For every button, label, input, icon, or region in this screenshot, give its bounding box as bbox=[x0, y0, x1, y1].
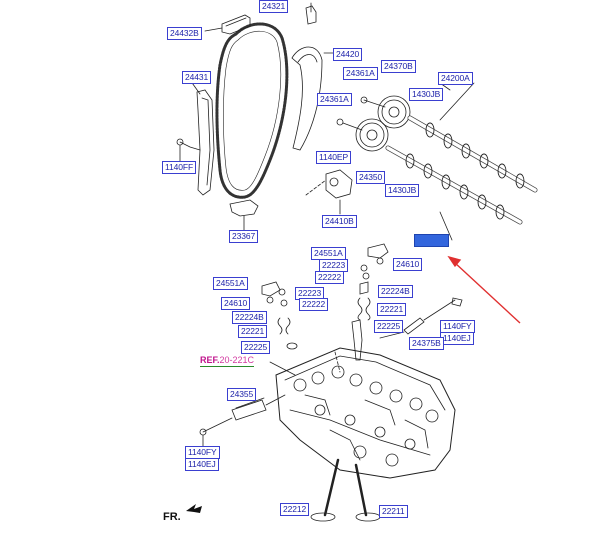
part-label-22225-2[interactable]: 22225 bbox=[241, 341, 271, 354]
part-label-24355[interactable]: 24355 bbox=[227, 388, 257, 401]
part-label-22223-2[interactable]: 22223 bbox=[295, 287, 325, 300]
cam-sprocket-drawing bbox=[336, 95, 411, 152]
part-label-24551A-2[interactable]: 24551A bbox=[213, 277, 248, 290]
part-label-1140FY[interactable]: 1140FY bbox=[440, 320, 475, 333]
part-label-22221-2[interactable]: 22221 bbox=[238, 325, 268, 338]
part-label-24420[interactable]: 24420 bbox=[333, 48, 363, 61]
part-label-24370B[interactable]: 24370B bbox=[381, 60, 416, 73]
part-label-24361A-2[interactable]: 24361A bbox=[317, 93, 352, 106]
part-label-24100C-highlighted[interactable]: 24100C bbox=[414, 234, 450, 247]
part-label-23367[interactable]: 23367 bbox=[229, 230, 259, 243]
reference-link[interactable]: REF.20-221C bbox=[200, 355, 255, 367]
front-direction-label: FR. bbox=[163, 511, 181, 523]
part-label-1430JB[interactable]: 1430JB bbox=[409, 88, 444, 101]
part-label-24610[interactable]: 24610 bbox=[393, 258, 423, 271]
part-label-24410B[interactable]: 24410B bbox=[322, 215, 357, 228]
part-label-22211[interactable]: 22211 bbox=[379, 505, 408, 518]
part-label-1140EP[interactable]: 1140EP bbox=[316, 151, 352, 164]
part-label-1140FF[interactable]: 1140FF bbox=[162, 161, 197, 174]
part-label-24610-2[interactable]: 24610 bbox=[221, 297, 251, 310]
ref-number: 20-221C bbox=[219, 355, 255, 365]
part-label-24551A[interactable]: 24551A bbox=[311, 247, 346, 260]
part-label-1430JB-2[interactable]: 1430JB bbox=[385, 184, 420, 197]
part-label-22221[interactable]: 22221 bbox=[377, 303, 407, 316]
ref-prefix: REF. bbox=[200, 355, 220, 365]
part-label-24350[interactable]: 24350 bbox=[356, 171, 386, 184]
part-label-22222[interactable]: 22222 bbox=[315, 271, 345, 284]
part-label-1140EJ[interactable]: 1140EJ bbox=[440, 332, 474, 345]
part-label-24321[interactable]: 24321 bbox=[259, 0, 289, 13]
part-label-24361A[interactable]: 24361A bbox=[343, 67, 378, 80]
pointer-arrow bbox=[447, 255, 521, 324]
part-label-22222-2[interactable]: 22222 bbox=[299, 298, 329, 311]
part-label-24432B[interactable]: 24432B bbox=[167, 27, 202, 40]
part-label-1140EJ-2[interactable]: 1140EJ bbox=[185, 458, 219, 471]
part-label-22224B-2[interactable]: 22224B bbox=[232, 311, 267, 324]
valve-train-drawing bbox=[261, 243, 463, 361]
part-label-24431[interactable]: 24431 bbox=[182, 71, 212, 84]
cylinder-head-drawing bbox=[199, 347, 456, 522]
timing-chain-drawing bbox=[176, 2, 353, 231]
part-label-22224B[interactable]: 22224B bbox=[378, 285, 413, 298]
part-label-24200A[interactable]: 24200A bbox=[438, 72, 473, 85]
part-label-24375B[interactable]: 24375B bbox=[409, 337, 444, 350]
front-arrow-icon bbox=[186, 504, 202, 513]
part-label-22225[interactable]: 22225 bbox=[374, 320, 404, 333]
part-label-22212[interactable]: 22212 bbox=[280, 503, 310, 516]
camshaft-drawing bbox=[385, 82, 538, 241]
